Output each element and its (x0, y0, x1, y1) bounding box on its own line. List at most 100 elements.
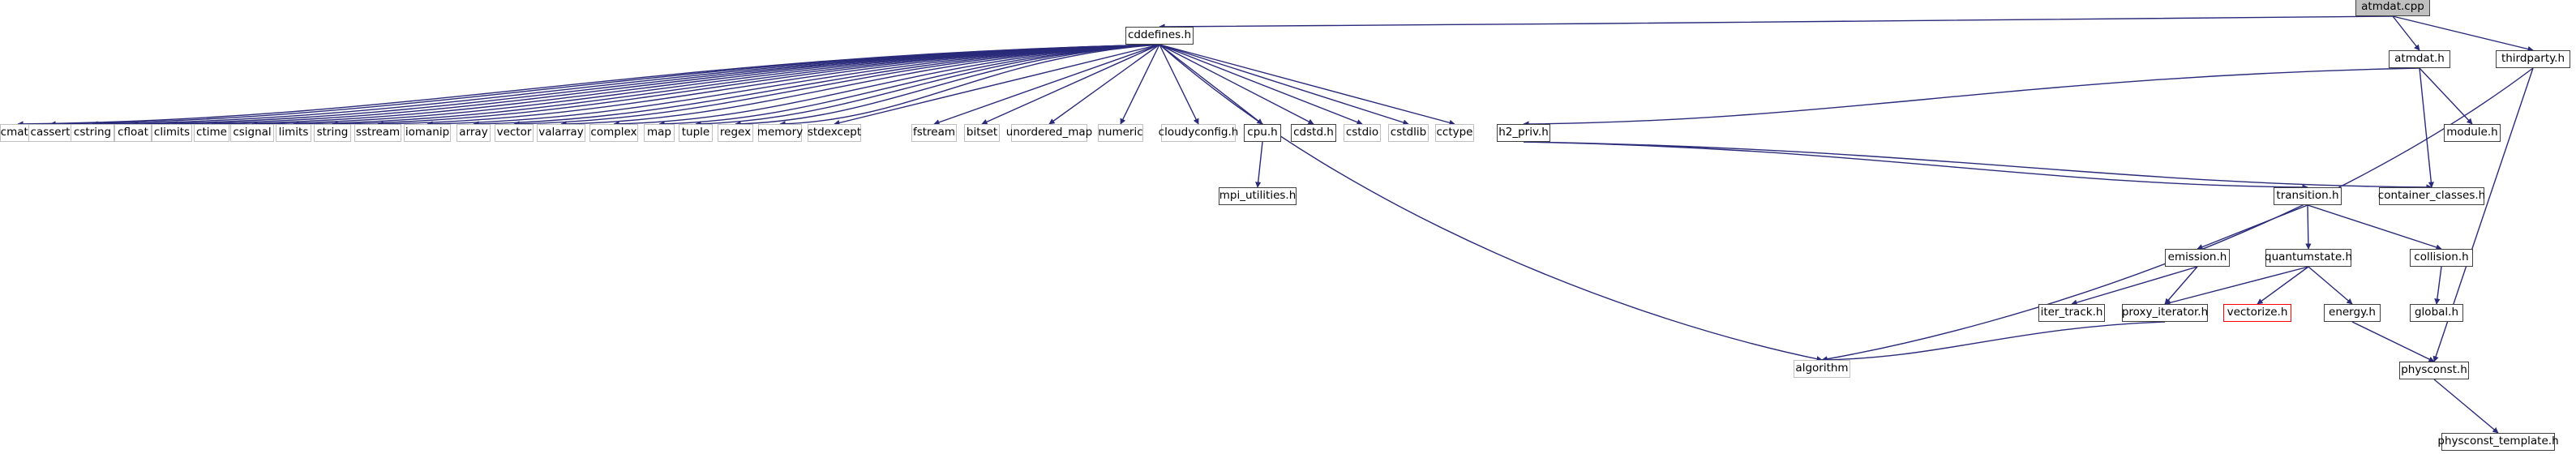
graph-node-unordered-map[interactable]: unordered_map (1006, 124, 1092, 142)
graph-edge-cddefines-h-to-cloudyconfig-h (1159, 44, 1199, 125)
graph-node-bitset[interactable]: bitset (964, 124, 1000, 142)
graph-edge-cddefines-h-to-string (332, 44, 1160, 127)
graph-edge-atmdat-cpp-to-thirdparty-h (2392, 15, 2534, 52)
graph-node-sstream[interactable]: sstream (354, 124, 401, 142)
graph-edge-physconst-h-to-physconst-template-h (2433, 379, 2499, 434)
graph-node-csignal[interactable]: csignal (230, 124, 274, 142)
graph-node-collision-h[interactable]: collision.h (2410, 249, 2473, 267)
graph-node-h2-priv-h[interactable]: h2_priv.h (1497, 124, 1550, 142)
graph-node-cmath[interactable]: cmath (0, 124, 36, 142)
graph-node-memory[interactable]: memory (757, 124, 803, 142)
graph-edge-proxy-iterator-h-to-algorithm (1821, 321, 2166, 363)
graph-edge-cddefines-h-to-cpu-h (1159, 44, 1263, 125)
graph-edge-cddefines-h-to-numeric (1120, 44, 1160, 125)
graph-node-energy-h[interactable]: energy.h (2324, 304, 2381, 322)
graph-edge-cddefines-h-to-cdstd-h (1159, 44, 1314, 125)
graph-node-iomanip[interactable]: iomanip (404, 124, 451, 142)
graph-edge-quantumstate-h-to-energy-h (2308, 266, 2353, 305)
graph-edge-cddefines-h-to-cstdio (1159, 44, 1363, 125)
graph-node-emission-h[interactable]: emission.h (2165, 249, 2230, 267)
graph-edge-cddefines-h-to-valarray (560, 44, 1160, 127)
graph-edge-emission-h-to-proxy-iterator-h (2164, 266, 2198, 305)
graph-edge-cddefines-h-to-cassert (49, 44, 1160, 127)
graph-node-thirdparty-h[interactable]: thirdparty.h (2496, 50, 2570, 68)
graph-node-vector[interactable]: vector (495, 124, 534, 142)
graph-node-container-classes-h[interactable]: container_classes.h (2378, 187, 2485, 205)
graph-edge-cddefines-h-to-iomanip (426, 44, 1160, 127)
graph-node-cctype[interactable]: cctype (1435, 124, 1474, 142)
graph-edge-cddefines-h-to-unordered-map (1048, 44, 1160, 125)
graph-node-limits[interactable]: limits (276, 124, 311, 142)
graph-edge-cddefines-h-to-stdexcept (834, 44, 1160, 126)
graph-edge-transition-h-to-collision-h (2307, 204, 2442, 251)
graph-edge-energy-h-to-physconst-h (2351, 321, 2435, 362)
graph-edge-cddefines-h-to-fstream (933, 44, 1160, 126)
edge-group (17, 15, 2534, 434)
graph-edge-atmdat-h-to-h2-priv-h (1523, 67, 2420, 127)
graph-edge-cddefines-h-to-tuple (695, 44, 1160, 127)
graph-edge-cddefines-h-to-csignal (251, 44, 1160, 127)
graph-node-mpi-utilities-h[interactable]: mpi_utilities.h (1219, 187, 1297, 205)
graph-node-stdexcept[interactable]: stdexcept (808, 124, 861, 142)
graph-edge-cddefines-h-to-cstdlib (1159, 44, 1409, 126)
graph-edge-atmdat-cpp-to-atmdat-h (2392, 15, 2420, 51)
graph-edge-cddefines-h-to-regex (735, 44, 1160, 127)
graph-node-cddefines-h[interactable]: cddefines.h (1125, 27, 1194, 45)
graph-node-valarray[interactable]: valarray (537, 124, 585, 142)
graph-edge-cddefines-h-to-ctime (211, 44, 1160, 127)
graph-edge-quantumstate-h-to-vectorize-h (2257, 266, 2309, 305)
graph-edge-cddefines-h-to-vector (513, 44, 1160, 127)
graph-edge-atmdat-h-to-module-h (2419, 67, 2473, 125)
graph-node-cdstd-h[interactable]: cdstd.h (1291, 124, 1336, 142)
graph-edge-cddefines-h-to-limits (293, 44, 1160, 127)
graph-node-regex[interactable]: regex (718, 124, 753, 142)
graph-edge-cddefines-h-to-climits (171, 44, 1160, 127)
graph-node-cfloat[interactable]: cfloat (114, 124, 152, 142)
graph-node-physconst-h[interactable]: physconst.h (2399, 362, 2469, 379)
graph-edge-cddefines-h-to-complex (613, 44, 1160, 127)
graph-node-climits[interactable]: climits (152, 124, 192, 142)
graph-edge-emission-h-to-iter-track-h (2071, 266, 2198, 306)
graph-edge-cddefines-h-to-cctype (1159, 44, 1455, 126)
graph-node-algorithm[interactable]: algorithm (1794, 360, 1850, 378)
graph-node-transition-h[interactable]: transition.h (2274, 187, 2342, 205)
graph-node-cassert[interactable]: cassert (28, 124, 72, 142)
graph-edge-collision-h-to-global-h (2434, 266, 2442, 305)
graph-node-global-h[interactable]: global.h (2410, 304, 2463, 322)
graph-edge-atmdat-h-to-container-classes-h (2419, 67, 2434, 188)
graph-node-array[interactable]: array (456, 124, 491, 142)
graph-edge-cddefines-h-to-bitset (981, 44, 1160, 125)
graph-node-string[interactable]: string (314, 124, 351, 142)
graph-node-vectorize-h[interactable]: vectorize.h (2223, 304, 2291, 322)
graph-node-cstring[interactable]: cstring (71, 124, 114, 142)
graph-node-cstdlib[interactable]: cstdlib (1388, 124, 1429, 142)
graph-node-ctime[interactable]: ctime (194, 124, 229, 142)
graph-node-fstream[interactable]: fstream (911, 124, 957, 142)
graph-node-numeric[interactable]: numeric (1098, 124, 1143, 142)
graph-edge-cddefines-h-to-sstream (377, 44, 1160, 127)
graph-edge-transition-h-to-emission-h (2197, 204, 2308, 250)
graph-node-atmdat-cpp[interactable]: atmdat.cpp (2355, 0, 2430, 16)
graph-node-cpu-h[interactable]: cpu.h (1244, 124, 1281, 142)
graph-node-proxy-iterator-h[interactable]: proxy_iterator.h (2122, 304, 2208, 322)
graph-node-map[interactable]: map (644, 124, 675, 142)
graph-node-physconst-template-h[interactable]: physconst_template.h (2437, 433, 2559, 451)
graph-edge-atmdat-cpp-to-cddefines-h (1159, 15, 2394, 30)
graph-node-iter-track-h[interactable]: iter_track.h (2038, 304, 2105, 322)
graph-edge-cddefines-h-to-array (473, 44, 1160, 127)
graph-node-atmdat-h[interactable]: atmdat.h (2389, 50, 2450, 68)
graph-edge-cpu-h-to-mpi-utilities-h (1255, 141, 1263, 188)
graph-edge-quantumstate-h-to-proxy-iterator-h (2164, 266, 2309, 306)
graph-node-tuple[interactable]: tuple (679, 124, 713, 142)
graph-edge-cddefines-h-to-cstring (92, 44, 1160, 127)
graph-edge-cddefines-h-to-cfloat (132, 44, 1160, 127)
graph-node-quantumstate-h[interactable]: quantumstate.h (2265, 249, 2352, 267)
graph-node-module-h[interactable]: module.h (2444, 124, 2501, 142)
graph-node-complex[interactable]: complex (589, 124, 638, 142)
graph-edge-cddefines-h-to-cmath (17, 44, 1160, 127)
graph-node-cstdio[interactable]: cstdio (1344, 124, 1381, 142)
graph-node-cloudyconfig-h[interactable]: cloudyconfig.h (1159, 124, 1238, 142)
graph-edge-cddefines-h-to-memory (779, 44, 1160, 127)
